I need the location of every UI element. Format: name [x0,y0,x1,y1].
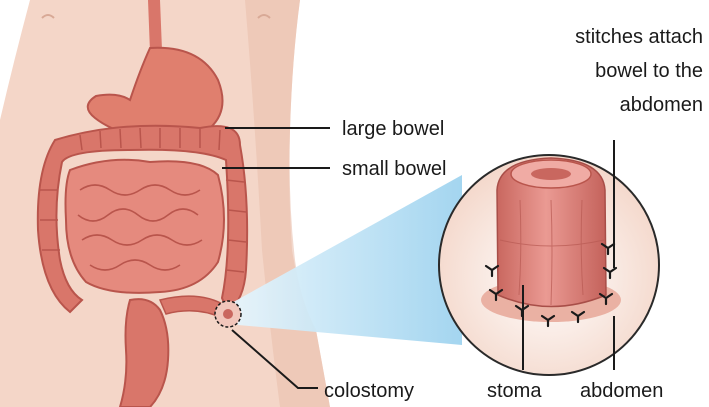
large-bowel-label: large bowel [342,118,444,140]
colostomy-label: colostomy [324,380,414,402]
rectum [120,299,168,407]
stitches-label-line-1: stitches attach [575,26,703,48]
small-bowel [66,160,225,293]
stitches-label-line-3: abdomen [620,94,703,116]
stoma-lumen [531,168,571,180]
colostomy-stoma-small [223,309,233,319]
small-bowel-label: small bowel [342,158,446,180]
esophagus [148,0,162,52]
abdomen-label: abdomen [580,380,663,402]
stoma-label: stoma [487,380,542,402]
stitches-label-line-2: bowel to the [595,60,703,82]
